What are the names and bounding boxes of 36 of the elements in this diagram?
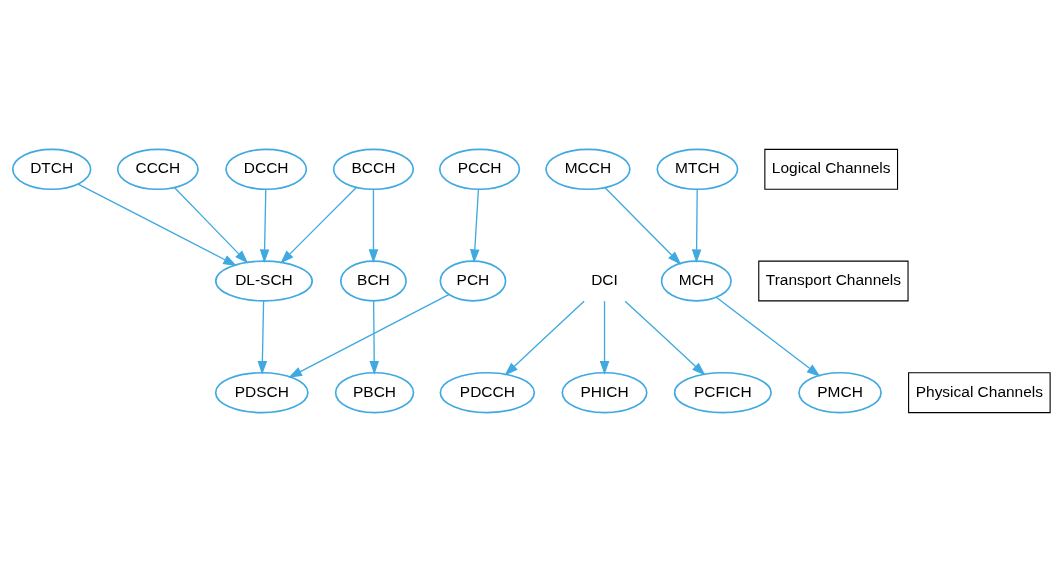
node-ellipse: MCCH [545, 148, 631, 191]
arrow [173, 186, 249, 264]
arrow [77, 183, 237, 266]
arrow [288, 294, 450, 378]
arrow [624, 300, 706, 376]
node-box: Logical Channels [764, 148, 899, 190]
node-ellipse: PDCCH [439, 371, 536, 414]
arrow [504, 300, 585, 376]
arrow [470, 188, 480, 264]
node-text: DCI [591, 271, 618, 289]
node-ellipse: DL-SCH [214, 260, 313, 302]
node-ellipse: BCH [340, 260, 407, 302]
node-ellipse: PBCH [334, 371, 415, 414]
node-box: Transport Channels [758, 260, 909, 302]
node-ellipse: PCFICH [673, 371, 772, 414]
arrow [280, 186, 357, 264]
arrow [604, 186, 682, 265]
arrow [599, 300, 610, 375]
arrow [257, 300, 268, 375]
arrow [368, 188, 379, 264]
node-ellipse: PDSCH [214, 371, 309, 414]
node-ellipse: PHICH [561, 371, 648, 414]
arrow [691, 188, 702, 264]
arrow [259, 188, 270, 264]
node-ellipse: CCCH [116, 148, 199, 191]
node-ellipse: PCH [439, 260, 507, 302]
arrow [369, 300, 380, 375]
node-ellipse: MTCH [656, 148, 739, 191]
node-ellipse: DCCH [225, 148, 308, 191]
node-ellipse: DTCH [11, 148, 92, 191]
node-ellipse: PCCH [438, 148, 521, 191]
node-ellipse: PMCH [798, 371, 882, 414]
node-box: Physical Channels [908, 372, 1051, 414]
node-ellipse: BCCH [332, 148, 415, 191]
arrow [715, 296, 821, 377]
node-ellipse: MCH [660, 260, 732, 302]
